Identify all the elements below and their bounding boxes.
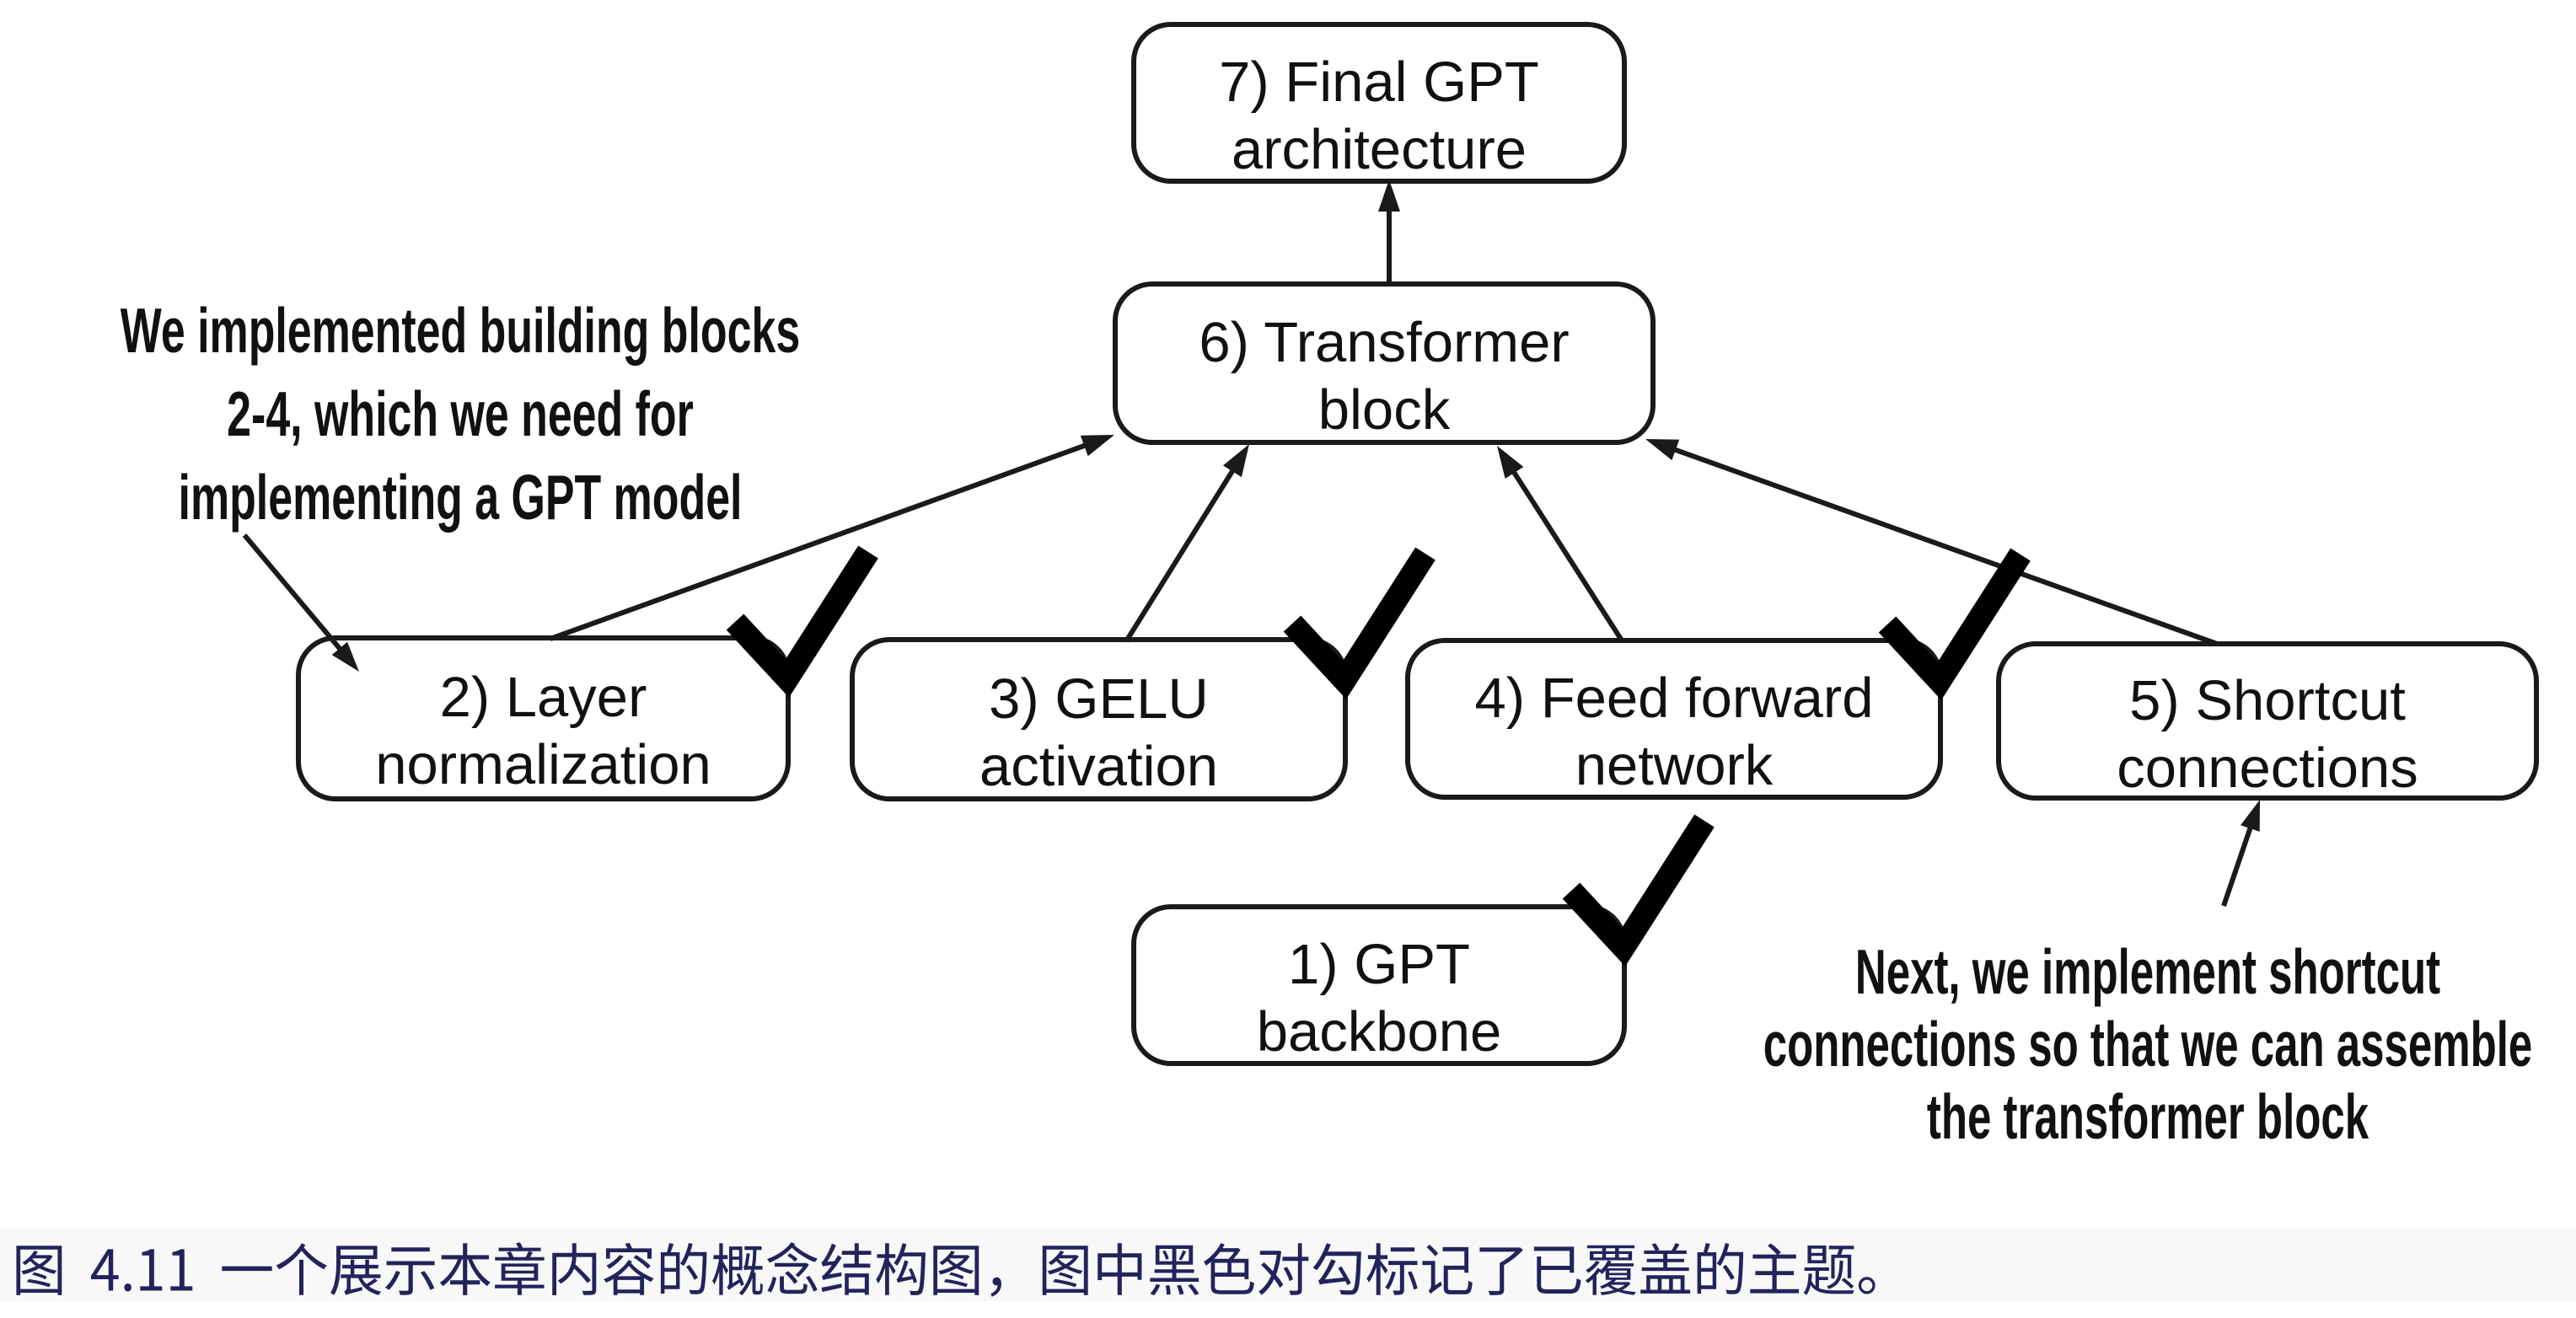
svg-text:block: block [1318,378,1451,442]
svg-text:We implemented building blocks: We implemented building blocks [121,296,800,367]
svg-text:architecture: architecture [1232,118,1527,181]
svg-text:activation: activation [979,735,1218,798]
svg-text:3) GELU: 3) GELU [989,667,1209,731]
svg-text:Next, we implement shortcut: Next, we implement shortcut [1855,936,2440,1007]
svg-text:connections so that we can ass: connections so that we can assemble [1763,1009,2533,1080]
svg-text:the transformer block: the transformer block [1927,1081,2369,1152]
svg-text:2-4, which we need for: 2-4, which we need for [227,379,694,450]
svg-text:1) GPT: 1) GPT [1288,933,1470,996]
svg-text:6) Transformer: 6) Transformer [1199,311,1569,374]
svg-text:5) Shortcut: 5) Shortcut [2129,669,2406,732]
svg-text:network: network [1575,734,1774,797]
svg-text:connections: connections [2117,737,2418,800]
svg-text:implementing a GPT model: implementing a GPT model [179,463,743,533]
svg-text:2) Layer: 2) Layer [440,666,647,729]
svg-text:backbone: backbone [1257,1000,1502,1064]
svg-text:4) Feed forward: 4) Feed forward [1475,667,1874,730]
svg-text:normalization: normalization [375,733,711,796]
svg-text:7) Final GPT: 7) Final GPT [1219,51,1539,114]
